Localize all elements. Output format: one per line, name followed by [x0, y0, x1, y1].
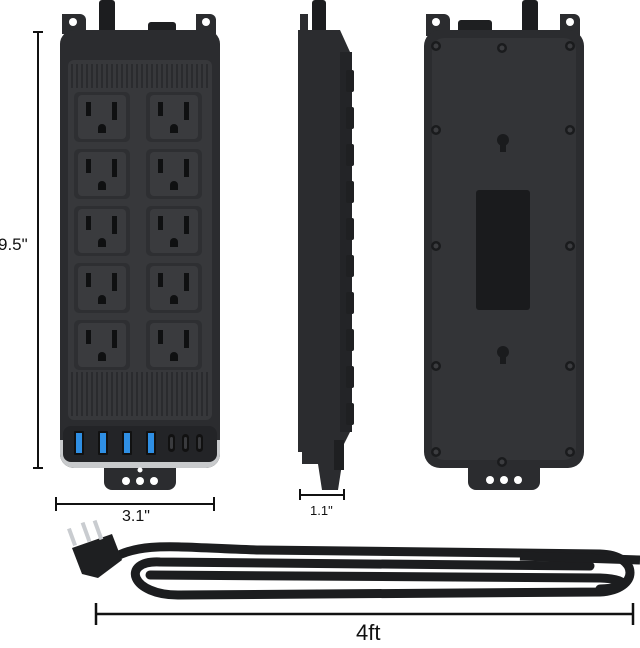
depth-label: 1.1" [310, 503, 333, 518]
ac-outlet [74, 149, 130, 199]
height-dimension-line [33, 31, 43, 469]
usb-c-port [182, 434, 189, 452]
screw-hole [431, 41, 441, 51]
screw-hole [431, 447, 441, 457]
ac-outlet [74, 92, 130, 142]
cord-dimension-line [94, 603, 635, 625]
screw-hole [565, 241, 575, 251]
usb-a-port [122, 431, 132, 455]
side-view [298, 0, 354, 490]
screw-hole [431, 361, 441, 371]
usb-a-port [98, 431, 108, 455]
usb-a-port [146, 431, 156, 455]
screw-holes [431, 41, 575, 467]
usb-c-port [168, 434, 175, 452]
screw-hole [565, 41, 575, 51]
ac-outlet [146, 206, 202, 256]
plug-and-cord [67, 519, 640, 600]
screw-hole [565, 447, 575, 457]
cooling-ribs [71, 64, 208, 416]
screw-hole [497, 457, 507, 467]
depth-dimension-line [299, 489, 345, 500]
cord-length-label: 4ft [356, 620, 381, 645]
width-dimension-line [55, 497, 215, 511]
screw-hole [565, 361, 575, 371]
back-view [424, 0, 584, 490]
keyhole-top [497, 134, 509, 152]
ac-outlet [74, 320, 130, 370]
screw-hole [431, 125, 441, 135]
screw-hole [431, 241, 441, 251]
front-view [60, 0, 220, 490]
screw-hole [497, 43, 507, 53]
height-label: 9.5" [0, 235, 28, 254]
usb-ports [74, 431, 203, 455]
outlet-grid [74, 92, 202, 370]
usb-c-port [196, 434, 203, 452]
ac-outlet [146, 320, 202, 370]
ac-outlet [74, 206, 130, 256]
screw-hole [565, 125, 575, 135]
keyhole-bottom [497, 346, 509, 364]
width-label: 3.1" [122, 508, 150, 525]
ac-outlet [146, 263, 202, 313]
label-recess [476, 190, 530, 310]
ac-outlet [146, 92, 202, 142]
usb-a-port [74, 431, 84, 455]
ac-outlet [74, 263, 130, 313]
ac-outlet [146, 149, 202, 199]
